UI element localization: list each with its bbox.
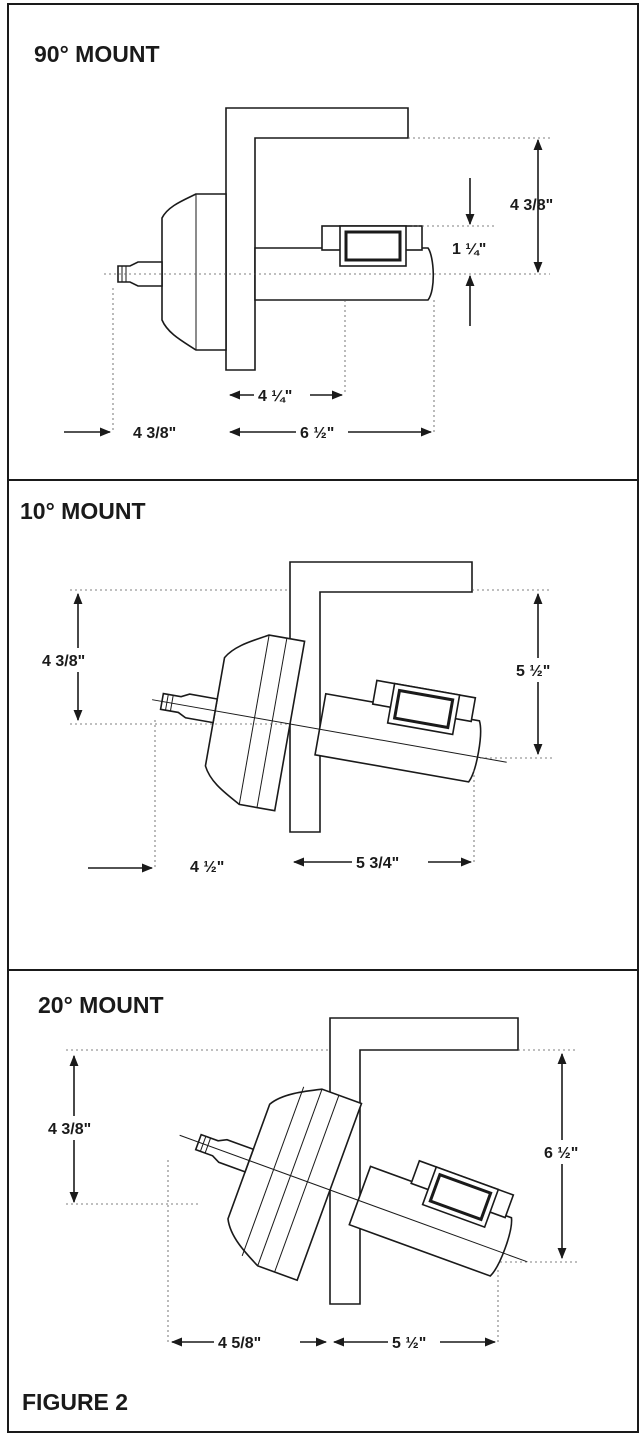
dim-label-height-total: 4 3/8" <box>510 197 553 214</box>
figure-label: FIGURE 2 <box>22 1389 128 1415</box>
panel-10-mount: 10° MOUNT 4 3/8" 5 ½" <box>20 498 570 876</box>
bell-housing <box>161 193 227 351</box>
input-shaft <box>194 1133 255 1173</box>
top-block-inner <box>344 230 402 262</box>
dim-label-bg <box>38 648 120 672</box>
dim-label-height-left: 4 3/8" <box>42 653 85 670</box>
figure-frame <box>7 3 639 1433</box>
top-block-window <box>421 1165 500 1229</box>
housing-ring <box>256 638 288 808</box>
dim-label-length-total: 5 3/4" <box>356 855 399 872</box>
dim-label-bg <box>352 851 428 873</box>
top-block-window <box>386 682 461 736</box>
bell-housing <box>227 1088 363 1282</box>
dim-label-bg <box>254 384 310 406</box>
top-block-inner <box>428 1172 493 1222</box>
rotated-assembly <box>179 1086 528 1282</box>
housing-ring <box>241 1086 305 1257</box>
dim-label-length-total: 5 ½" <box>392 1335 426 1352</box>
mount-bracket <box>329 1017 519 1305</box>
housing-ring <box>257 1089 323 1267</box>
dim-label-bg <box>540 1140 598 1164</box>
dim-label-bg <box>296 421 348 443</box>
rotated-assembly <box>152 634 507 812</box>
dim-label-bg <box>44 1116 118 1140</box>
panel-title: 90° MOUNT <box>34 41 160 67</box>
housing-ring <box>238 634 270 805</box>
bell-housing <box>204 634 306 812</box>
dim-label-length-total: 6 ½" <box>300 425 334 442</box>
dim-label-depth-front: 4 3/8" <box>133 425 176 442</box>
dim-label-length-short: 4 ¼" <box>258 388 292 405</box>
dim-label-height-offset: 1 ¼" <box>452 241 486 258</box>
centerline <box>179 1134 528 1263</box>
centerline <box>152 699 507 763</box>
housing-ring <box>274 1095 340 1273</box>
mount-bracket <box>289 561 473 833</box>
dim-label-depth-front: 4 5/8" <box>218 1335 261 1352</box>
dim-label-bg <box>388 1331 440 1353</box>
dim-label-height-right: 6 ½" <box>544 1145 578 1162</box>
panel-20-mount: 20° MOUNT 4 3/8" 6 <box>22 992 598 1415</box>
panel-title: 20° MOUNT <box>38 992 164 1018</box>
top-block-inner <box>392 688 455 730</box>
panel-90-mount: 90° MOUNT 4 3/8" 1 ¼" 4 ¼" <box>34 41 553 443</box>
mount-bracket <box>225 107 409 371</box>
dim-label-height-right: 5 ½" <box>516 663 550 680</box>
dim-label-bg <box>512 658 570 682</box>
dim-label-bg <box>214 1331 300 1353</box>
input-shaft <box>159 692 219 724</box>
output-tube <box>348 1165 513 1277</box>
dim-label-height-left: 4 3/8" <box>48 1121 91 1138</box>
dim-label-depth-front: 4 ½" <box>190 859 224 876</box>
panel-title: 10° MOUNT <box>20 498 146 524</box>
